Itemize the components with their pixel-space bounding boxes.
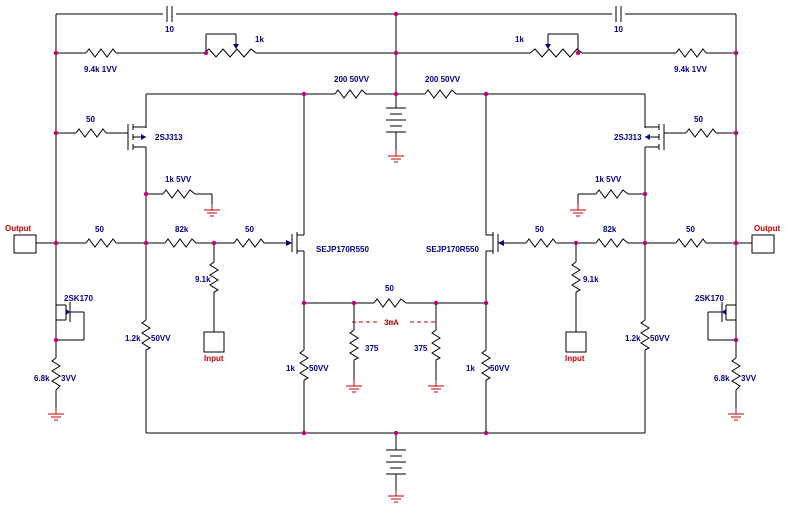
input-port-left	[203, 331, 225, 353]
label-cap-right: 10	[614, 25, 623, 34]
label-res-94k-right: 9.4k 1VV	[674, 65, 708, 74]
label-res-50-center: 50	[385, 284, 394, 293]
label-res-1k5-right: 1k 5VV	[595, 175, 622, 184]
label-res-94k-left: 9.4k 1VV	[84, 65, 118, 74]
input-port-right	[565, 331, 587, 353]
label-res-1k-left-w: 50VV	[309, 364, 329, 373]
label-pot-left: 1k	[255, 35, 264, 44]
jfet-left	[56, 302, 71, 322]
label-output-right: Output	[754, 224, 781, 233]
capacitor-right	[615, 6, 622, 22]
label-res-200-right: 200 50VV	[425, 75, 461, 84]
label-res-50-out-right: 50	[686, 225, 695, 234]
label-res-375-right: 375	[414, 344, 428, 353]
label-res-1k5-left: 1k 5VV	[165, 175, 192, 184]
label-output-left: Output	[5, 224, 32, 233]
label-res-375-left: 375	[365, 344, 379, 353]
label-cap-left: 10	[165, 25, 174, 34]
label-res-68k-right-w: 3VV	[741, 374, 757, 383]
battery-bottom	[386, 449, 406, 475]
label-res-50-gate2-right: 50	[535, 225, 544, 234]
sejp-left	[286, 230, 305, 255]
label-input-right: Input	[565, 354, 585, 363]
label-res-68k-left: 6.8k	[34, 374, 50, 383]
label-res-68k-left-w: 3VV	[61, 374, 77, 383]
label-sejp-left: SEJP170R550	[316, 245, 369, 254]
label-res-50-gate-left: 50	[86, 115, 95, 124]
label-res-91k-left: 9.1k	[195, 275, 211, 284]
label-input-left: Input	[204, 354, 224, 363]
label-mosfet-p-left: 2SJ313	[155, 133, 183, 142]
wires	[36, 13, 752, 490]
label-res-12k-left: 1.2k	[125, 334, 141, 343]
battery-top	[386, 107, 406, 133]
label-res-1k-left: 1k	[286, 364, 295, 373]
label-res-1k-right-w: 50VV	[490, 364, 510, 373]
potentiometer-wipers	[233, 44, 551, 49]
mosfet-p-right	[644, 124, 668, 152]
label-res-50-out-left: 50	[95, 225, 104, 234]
label-res-12k-right: 1.2k	[625, 334, 641, 343]
output-port-left	[13, 234, 37, 254]
label-jfet-right: 2SK170	[695, 294, 724, 303]
label-res-50-gate2-left: 50	[245, 225, 254, 234]
jfet-right	[721, 302, 736, 322]
label-res-1k-right: 1k	[466, 364, 475, 373]
labels: 10 10 1k 1k 9.4k 1VV 9.4k 1VV 200 50VV 2…	[5, 25, 781, 383]
sejp-right	[485, 230, 504, 255]
label-res-68k-right: 6.8k	[714, 374, 730, 383]
label-res-91k-right: 9.1k	[583, 275, 599, 284]
label-res-12k-left-w: 50VV	[151, 334, 171, 343]
label-sejp-right: SEJP170R550	[426, 245, 479, 254]
label-res-12k-right-w: 50VV	[650, 334, 670, 343]
label-jfet-left: 2SK170	[64, 294, 93, 303]
label-res-82k-left: 82k	[175, 225, 189, 234]
capacitor-left	[166, 6, 173, 22]
label-res-50-gate-right: 50	[694, 115, 703, 124]
mosfet-p-left	[124, 124, 147, 152]
label-pot-right: 1k	[515, 35, 524, 44]
label-current-note: 3mA	[384, 319, 399, 328]
label-res-82k-right: 82k	[603, 225, 617, 234]
label-res-200-left: 200 50VV	[334, 75, 370, 84]
label-mosfet-p-right: 2SJ313	[614, 133, 642, 142]
junction-nodes	[53, 11, 739, 436]
output-port-right	[751, 234, 775, 254]
resistors	[51, 48, 741, 391]
